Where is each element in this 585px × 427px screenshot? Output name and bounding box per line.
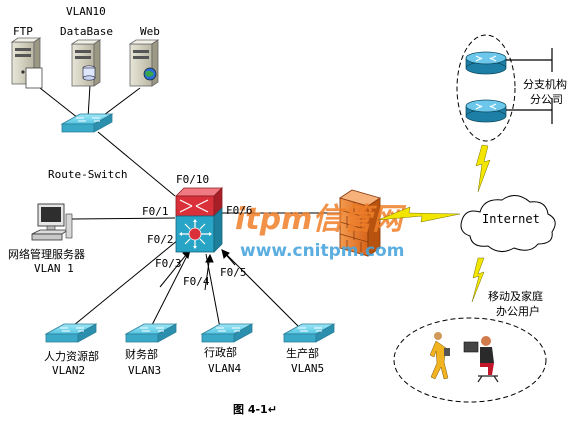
- watermark-main: itpm信管网: [235, 202, 406, 237]
- lightning-firewall-internet-icon: [377, 206, 461, 223]
- switch-finance-icon: [124, 323, 178, 343]
- label-mobile-line1: 移动及家庭: [488, 289, 543, 303]
- label-dept-finance: 财务部: [125, 347, 158, 361]
- label-vlan10: VLAN10: [66, 5, 106, 18]
- label-f0-4: F0/4: [183, 275, 210, 288]
- label-mgmt-server: 网络管理服务器: [8, 247, 85, 261]
- switch-admin-icon: [200, 323, 254, 343]
- label-f0-10: F0/10: [176, 173, 209, 186]
- lightning-links: [377, 144, 491, 303]
- label-f0-1: F0/1: [142, 205, 169, 218]
- label-dept-production: 生产部: [286, 346, 319, 360]
- label-f0-6: F0/6: [226, 204, 253, 217]
- port-arrows: [159, 249, 236, 291]
- label-branch-line1: 分支机构: [523, 77, 567, 91]
- branch-router-1-icon: [465, 51, 507, 75]
- figure-caption: 图 4-1↵: [233, 403, 277, 416]
- mobile-users-group: [393, 317, 547, 403]
- label-route-switch: Route-Switch: [48, 168, 127, 181]
- firewall-icon: [338, 189, 382, 257]
- lightning-branch-internet-icon: [475, 144, 491, 193]
- label-vlan4: VLAN4: [208, 362, 241, 375]
- internet-cloud-icon: [460, 195, 556, 252]
- label-f0-3: F0/3: [155, 257, 182, 270]
- label-f0-5: F0/5: [220, 266, 247, 279]
- label-dept-hr: 人力资源部: [44, 349, 99, 363]
- label-vlan3: VLAN3: [128, 364, 161, 377]
- branch-lan-bars: [506, 48, 553, 124]
- watermark-url: www.cnitpm.com: [240, 241, 404, 261]
- label-internet: Internet: [482, 212, 540, 226]
- label-database: DataBase: [60, 25, 113, 38]
- connection-lines: [39, 84, 340, 331]
- branch-office-group: [456, 34, 553, 142]
- label-dept-admin: 行政部: [204, 345, 237, 359]
- ftp-server-icon: [10, 37, 43, 89]
- walking-person-icon: [429, 332, 450, 380]
- label-ftp: FTP: [13, 25, 33, 38]
- switch-production-icon: [282, 323, 336, 343]
- seated-person-icon: [463, 336, 499, 383]
- label-f0-2: F0/2: [147, 233, 174, 246]
- label-vlan5: VLAN5: [291, 362, 324, 375]
- label-web: Web: [140, 25, 160, 38]
- core-route-switch: [175, 187, 223, 253]
- label-branch-line2: 分公司: [530, 93, 563, 106]
- branch-router-2-icon: [465, 99, 507, 123]
- label-vlan1: VLAN 1: [34, 262, 74, 275]
- workstation-icon: [31, 203, 73, 241]
- router-module-icon: [175, 187, 223, 217]
- database-server-icon: [70, 39, 102, 87]
- lightning-mobile-internet-icon: [471, 257, 485, 303]
- label-vlan2: VLAN2: [52, 364, 85, 377]
- switch-hr-icon: [44, 323, 98, 343]
- labels: VLAN10 FTP DataBase Web Route-Switch F0/…: [8, 5, 567, 416]
- switch-module-icon: [175, 207, 223, 253]
- web-server-icon: [128, 39, 160, 87]
- label-mobile-line2: 办公用户: [496, 304, 540, 318]
- watermark: itpm信管网 www.cnitpm.com: [235, 202, 406, 261]
- server-switch-icon: [60, 113, 114, 133]
